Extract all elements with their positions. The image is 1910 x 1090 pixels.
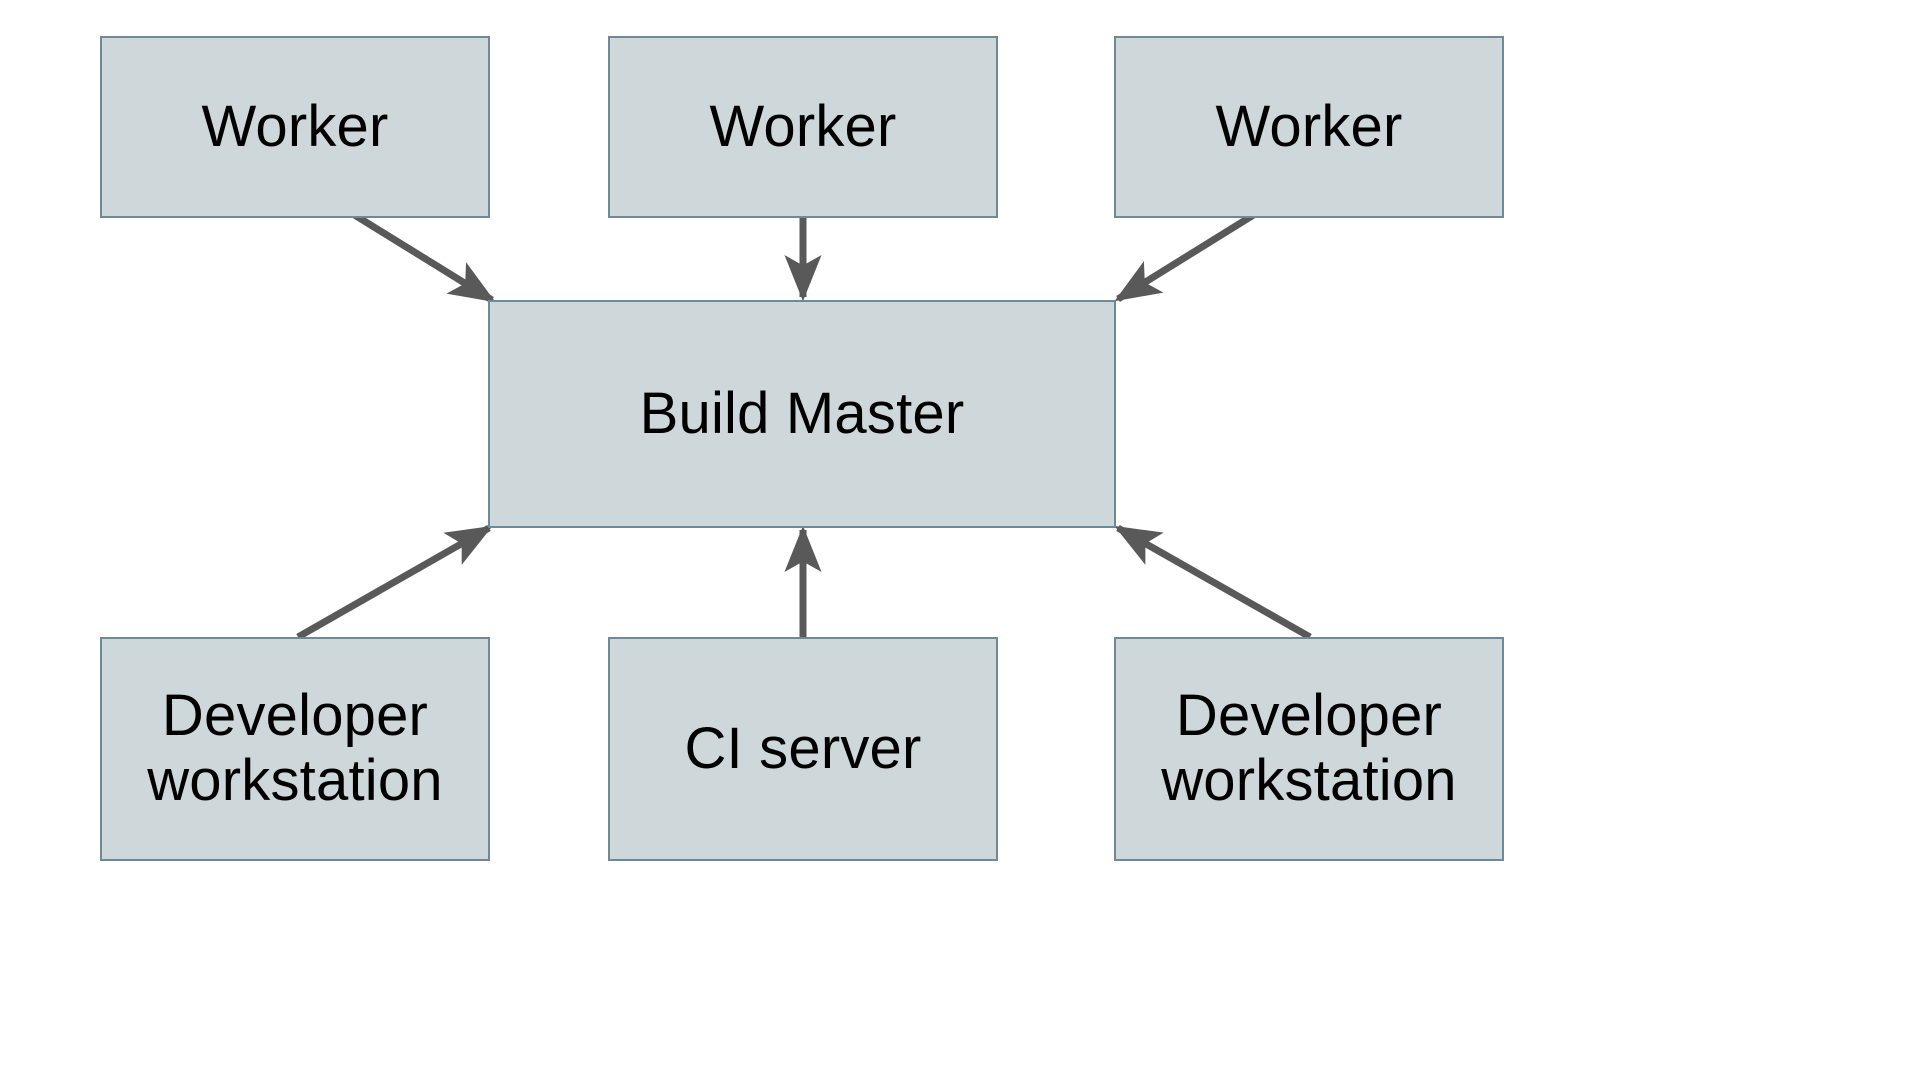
- node-label: Worker: [1215, 93, 1403, 159]
- node-worker-3[interactable]: Worker: [1114, 36, 1504, 218]
- node-build-master[interactable]: Build Master: [488, 300, 1116, 528]
- node-label: Worker: [201, 93, 389, 159]
- node-label: CI server: [684, 715, 922, 781]
- node-developer-workstation-2[interactable]: Developer workstation: [1114, 637, 1504, 861]
- node-label: Build Master: [639, 380, 965, 446]
- edge-developer-workstation-1-to-build-master: [296, 524, 493, 641]
- edge-developer-workstation-2-to-build-master: [1114, 524, 1312, 641]
- node-worker-2[interactable]: Worker: [608, 36, 998, 218]
- node-label: Developer workstation: [147, 683, 443, 813]
- node-label: Worker: [709, 93, 897, 159]
- node-developer-workstation-1[interactable]: Developer workstation: [100, 637, 490, 861]
- node-ci-server[interactable]: CI server: [608, 637, 998, 861]
- node-label: Developer workstation: [1161, 683, 1457, 813]
- node-worker-1[interactable]: Worker: [100, 36, 490, 218]
